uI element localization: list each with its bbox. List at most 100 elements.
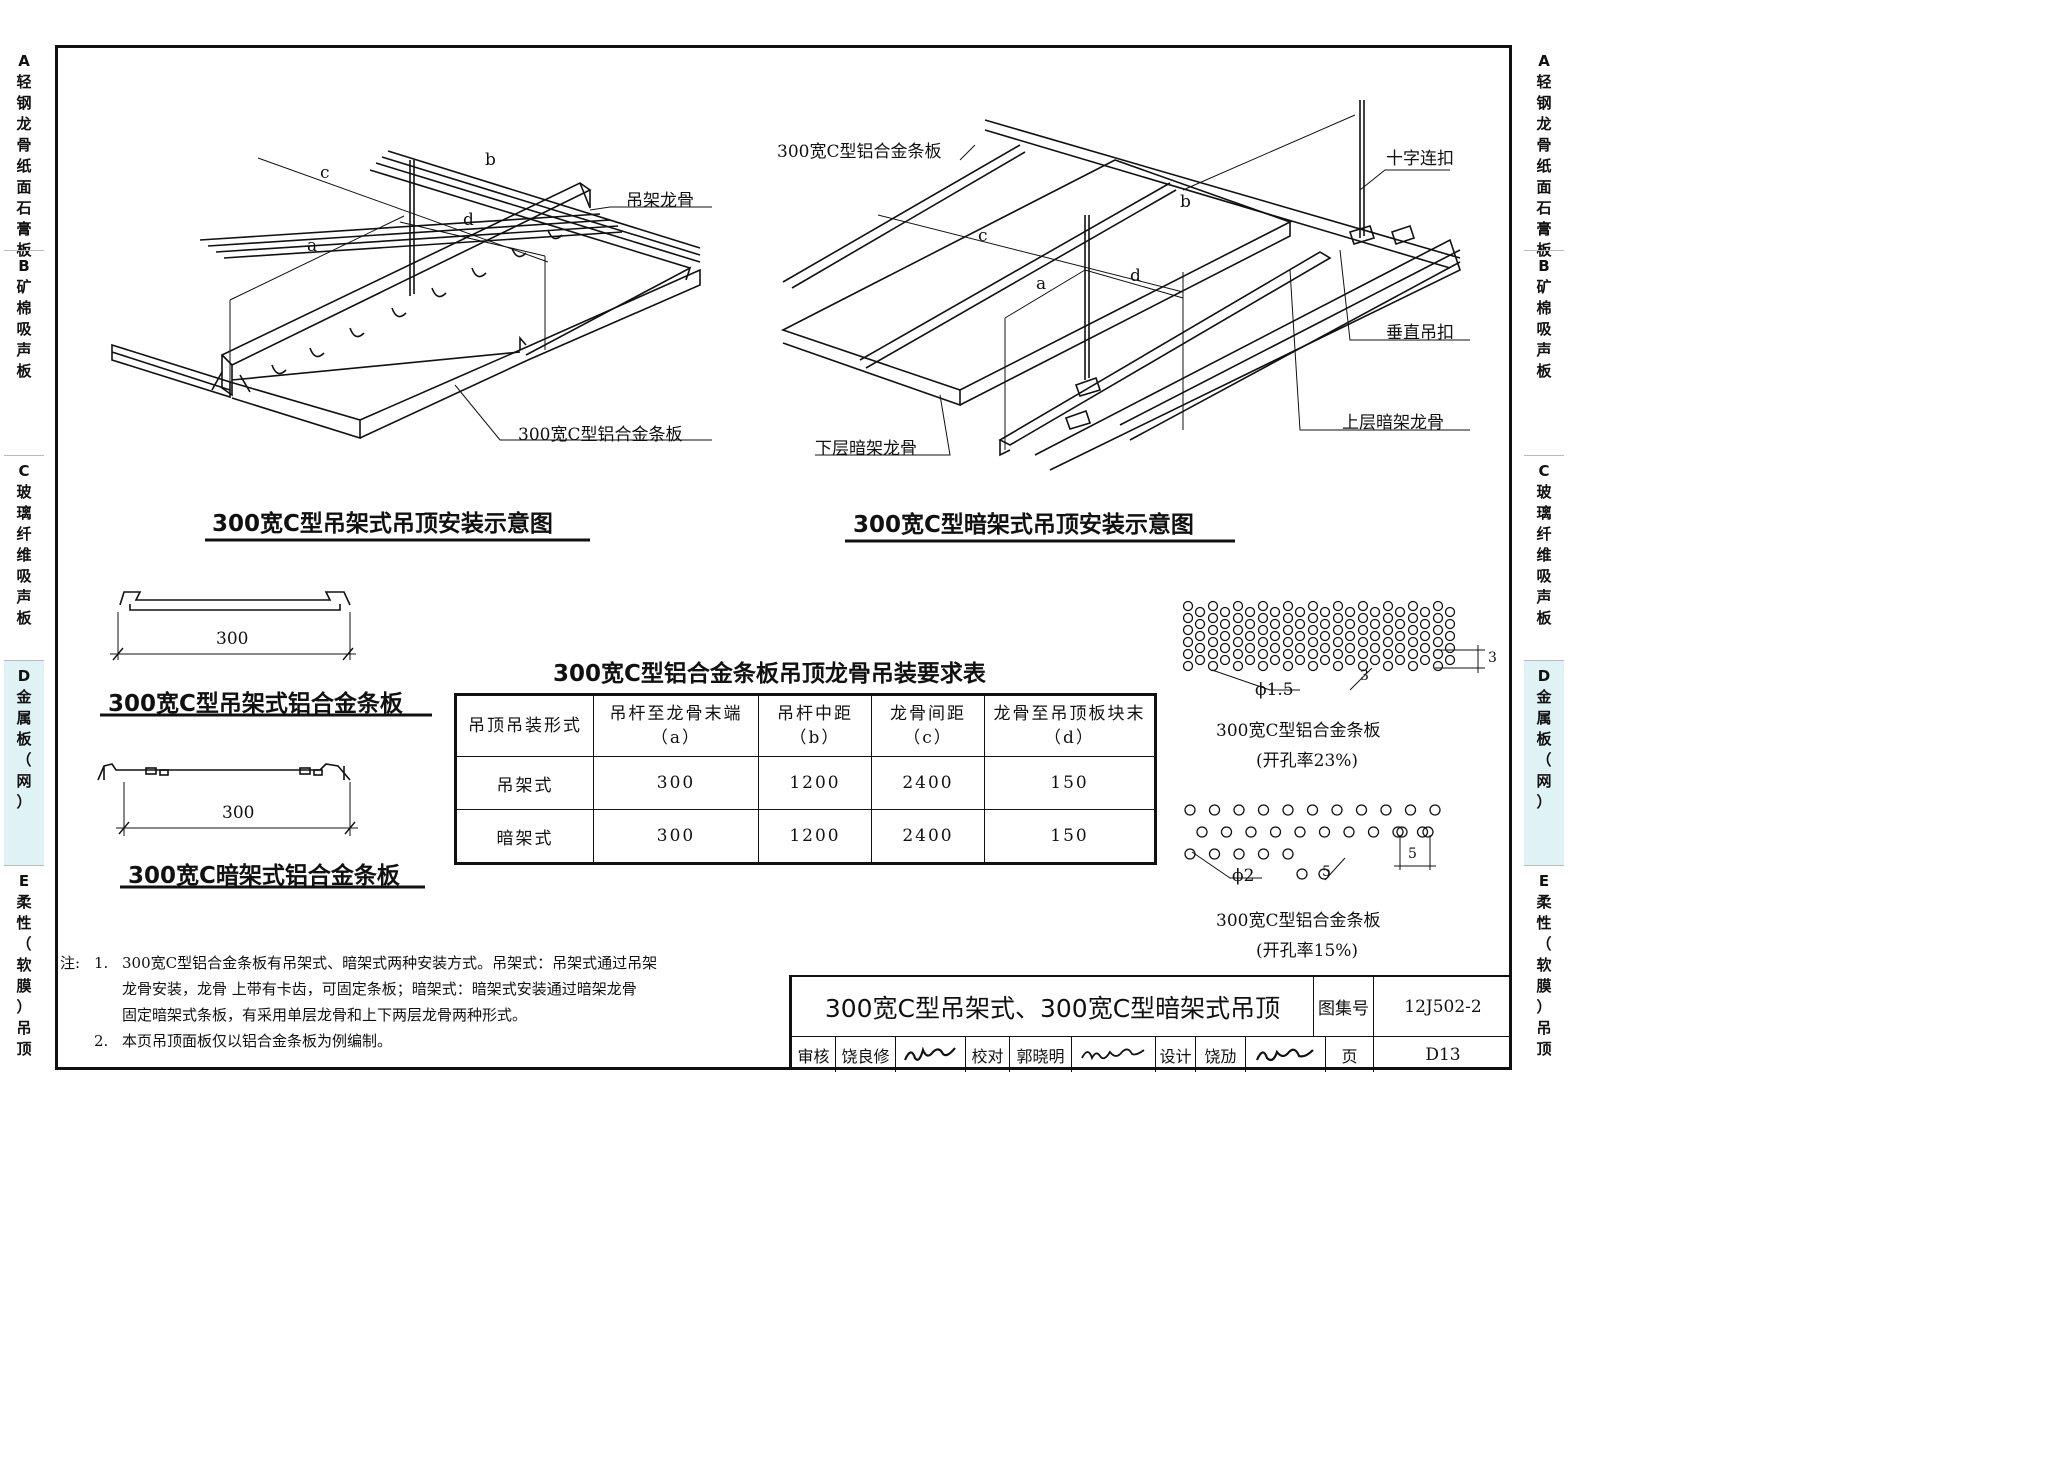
table-header-cell: 吊顶吊装形式 — [455, 694, 594, 757]
section2-title: 300宽C暗架式铝合金条板 — [128, 863, 400, 889]
perforation-hole — [1269, 654, 1281, 666]
perf1-caption: 300宽C型铝合金条板 — [1216, 721, 1381, 741]
section1-linework — [110, 591, 356, 661]
sidebar-letter: B — [18, 257, 30, 275]
sidebar-char: （ — [16, 935, 32, 953]
perforation-hole — [1257, 624, 1269, 636]
table-header-cell: 龙骨至吊顶板块末（d） — [984, 694, 1156, 757]
perforation-hole — [1232, 636, 1244, 648]
sidebar-char: 钢 — [1536, 94, 1552, 112]
perforation-hole — [1269, 618, 1281, 630]
perforation-hole — [1357, 636, 1369, 648]
sidebar-letter: A — [1538, 52, 1550, 70]
table-cell: 1200 — [758, 756, 872, 810]
table-row: 暗架式 300 1200 2400 150 — [455, 809, 1156, 864]
perforation-hole — [1245, 826, 1257, 838]
perforation-hole — [1257, 600, 1269, 612]
perforation-hole — [1319, 618, 1331, 630]
perf1-rate: (开孔率23%) — [1256, 751, 1359, 771]
check-label: 校对 — [966, 1037, 1010, 1072]
sidebar-char: 吸 — [16, 567, 32, 585]
perforation-hole — [1207, 660, 1219, 672]
sidebar-char: ） — [1536, 793, 1552, 811]
sidebar-char: 面 — [16, 178, 32, 196]
sidebar-char: 骨 — [16, 136, 32, 154]
label-lower-keel: 下层暗架龙骨 — [815, 439, 917, 459]
perforation-hole — [1392, 826, 1404, 838]
perforation-hole — [1207, 648, 1219, 660]
table-title: 300宽C型铝合金条板吊顶龙骨吊装要求表 — [553, 661, 986, 687]
perf1-diameter: ϕ1.5 — [1255, 680, 1294, 700]
table-cell: 暗架式 — [455, 809, 594, 864]
perforation-hole — [1233, 848, 1245, 860]
perforation-hole — [1296, 868, 1308, 880]
sidebar-char: 声 — [1536, 588, 1552, 606]
perforation-hole — [1369, 618, 1381, 630]
perf2-rate: (开孔率15%) — [1256, 941, 1359, 961]
note-number: 1. — [94, 954, 109, 972]
perforation-hole — [1208, 804, 1221, 816]
page-label: 页 — [1326, 1037, 1374, 1072]
perforation-hole — [1432, 612, 1444, 624]
sidebar-char: ） — [16, 998, 32, 1016]
perf2-caption: 300宽C型铝合金条板 — [1216, 911, 1381, 931]
perforation-hole — [1244, 642, 1256, 654]
sidebar-char: 棉 — [1536, 299, 1552, 317]
perforation-hole — [1444, 630, 1456, 642]
sidebar-char: 网 — [16, 772, 32, 790]
perforation-hole — [1182, 660, 1194, 672]
atlas-label: 图集号 — [1314, 977, 1374, 1037]
perforation-hole — [1257, 804, 1270, 816]
perforation-hole — [1394, 654, 1406, 666]
perforation-hole — [1232, 624, 1244, 636]
sidebar-char: ） — [1536, 998, 1552, 1016]
perforation-hole — [1307, 648, 1319, 660]
perforation-hole — [1319, 630, 1331, 642]
perforation-hole — [1382, 600, 1394, 612]
perforation-hole — [1355, 804, 1368, 816]
perforation-hole — [1332, 624, 1344, 636]
perforation-hole — [1331, 804, 1343, 816]
signature-icon — [1255, 1048, 1314, 1061]
sidebar-char: 石 — [16, 199, 32, 217]
perforation-hole — [1307, 660, 1319, 672]
perforation-hole — [1219, 606, 1231, 618]
perforation-hole — [1207, 624, 1219, 636]
designer-signature — [1246, 1037, 1326, 1072]
perforation-hole — [1332, 612, 1344, 624]
perforation-hole — [1422, 826, 1434, 838]
perforation-hole — [1269, 826, 1282, 838]
sidebar-char: 膜 — [16, 977, 32, 995]
perforation-hole — [1416, 826, 1429, 838]
perforation-hole — [1294, 642, 1306, 654]
perforation-hole — [1182, 600, 1194, 612]
perforation-hole — [1432, 648, 1444, 660]
sidebar-char: 面 — [1536, 178, 1552, 196]
perforation-hole — [1207, 600, 1219, 612]
perforation-hole — [1432, 600, 1444, 612]
perforation-hole — [1344, 630, 1356, 642]
sidebar-separator — [4, 660, 44, 661]
table-cell: 150 — [984, 756, 1156, 810]
perforation-hole — [1357, 660, 1369, 672]
perforation-hole — [1380, 804, 1392, 816]
perforation-hole — [1419, 606, 1431, 618]
sidebar-char: 属 — [1536, 709, 1552, 727]
perforation-hole — [1404, 804, 1417, 816]
table-header-cell: 吊杆中距（b） — [758, 694, 872, 757]
perforation-hole — [1332, 600, 1344, 612]
perforation-hole — [1407, 624, 1419, 636]
perforation-hole — [1429, 804, 1441, 816]
perforation-hole — [1369, 642, 1381, 654]
sidebar-char: 板 — [16, 362, 32, 380]
dim-label-b1: b — [485, 150, 496, 170]
perforation-hole — [1194, 618, 1206, 630]
atlas-number: 12J502-2 — [1374, 977, 1512, 1037]
label-panel-1: 300宽C型铝合金条板 — [518, 425, 683, 445]
sidebar-char: 棉 — [16, 299, 32, 317]
sidebar-char: 性 — [1536, 914, 1552, 932]
